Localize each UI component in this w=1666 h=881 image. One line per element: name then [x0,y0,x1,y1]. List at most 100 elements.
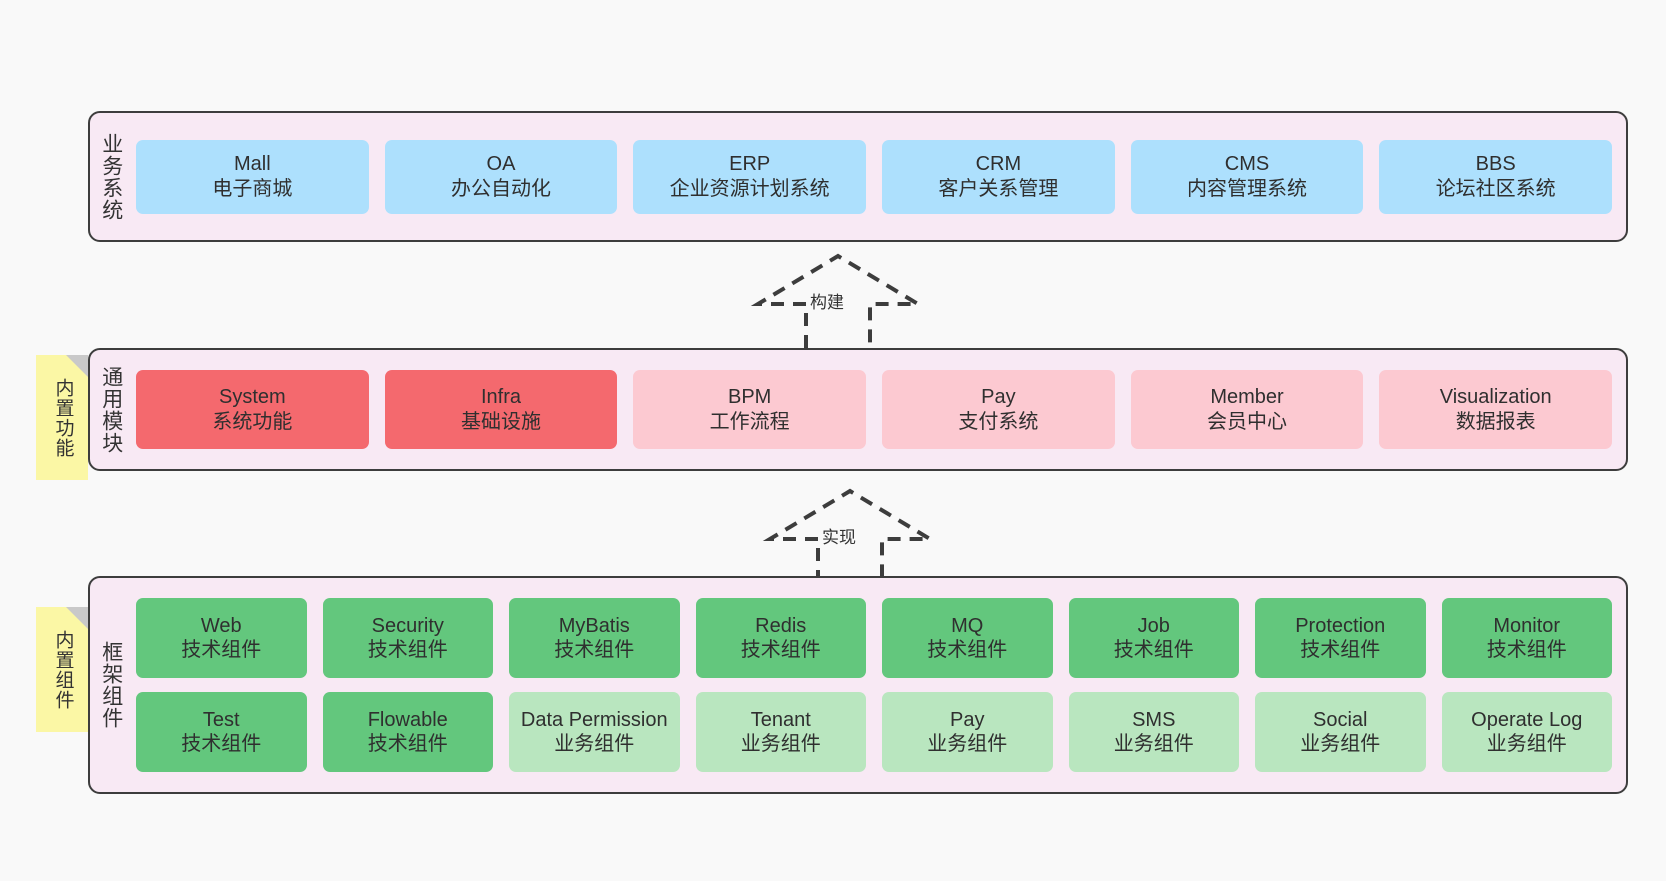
card-title-en: BPM [728,386,772,409]
card-title-en: Data Permission [520,708,668,731]
card-row: Web 技术组件 Security 技术组件 MyBatis 技术组件 Redi… [136,598,1612,678]
layer-title-common: 通用模块 [99,365,123,454]
card-title-cn: 系统功能 [212,410,293,433]
card-title-en: Web [200,614,242,637]
card-test[interactable]: Test 技术组件 [136,692,307,772]
card-title-cn: 内容管理系统 [1187,177,1308,200]
layer-business-system: 业务系统 Mall 电子商城 OA 办公自动化 ERP 企业资源计划系统 CRM… [88,111,1628,242]
card-title-en: CRM [975,153,1022,176]
card-title-cn: 业务组件 [1486,733,1567,755]
card-title-en: Pay [950,708,985,731]
card-title-cn: 办公自动化 [451,177,551,200]
dashed-hollow-arrow-icon [762,488,938,583]
card-title-en: Job [1137,614,1170,637]
card-title-cn: 技术组件 [554,639,635,661]
arrow-build: 构建 [748,252,928,348]
card-title-cn: 支付系统 [958,410,1039,433]
layer-framework-component: 框架组件 Web 技术组件 Security 技术组件 MyBatis 技术组件… [88,576,1628,794]
card-title-cn: 技术组件 [740,639,821,661]
card-member[interactable]: Member 会员中心 [1130,370,1364,449]
layer-common-module: 通用模块 System 系统功能 Infra 基础设施 BPM 工作流程 Pay… [88,348,1628,471]
card-title-en: System [218,386,286,409]
card-tenant[interactable]: Tenant 业务组件 [695,692,866,772]
card-monitor[interactable]: Monitor 技术组件 [1441,598,1612,678]
layer-title-framework: 框架组件 [99,641,123,729]
card-title-en: Redis [755,614,807,637]
card-row: System 系统功能 Infra 基础设施 BPM 工作流程 Pay 支付系统… [136,370,1613,449]
card-bpm[interactable]: BPM 工作流程 [633,370,867,449]
sticky-note-label: 内置组件 [52,629,74,710]
arrow-label-build: 构建 [810,293,844,312]
card-title-cn: 业务组件 [554,733,635,755]
card-security[interactable]: Security 技术组件 [322,598,493,678]
card-title-cn: 技术组件 [927,639,1008,661]
card-title-cn: 业务组件 [1113,733,1194,755]
card-title-cn: 客户关系管理 [938,177,1059,200]
card-erp[interactable]: ERP 企业资源计划系统 [633,139,867,214]
card-title-en: Pay [981,386,1016,409]
arrow-implement: 实现 [760,487,940,583]
card-title-cn: 企业资源计划系统 [669,177,830,200]
card-title-en: Social [1313,708,1368,731]
card-protection[interactable]: Protection 技术组件 [1255,598,1426,678]
card-oa[interactable]: OA 办公自动化 [384,139,618,214]
card-job[interactable]: Job 技术组件 [1068,598,1239,678]
card-title-cn: 技术组件 [181,733,262,755]
card-title-cn: 技术组件 [367,733,448,755]
card-redis[interactable]: Redis 技术组件 [695,598,866,678]
card-title-en: BBS [1475,153,1516,176]
card-title-en: Tenant [750,708,811,731]
card-title-en: Mall [234,153,271,176]
card-mybatis[interactable]: MyBatis 技术组件 [509,598,680,678]
card-title-en: MQ [951,614,984,637]
card-operate-log[interactable]: Operate Log 业务组件 [1441,692,1612,772]
card-title-cn: 技术组件 [1486,639,1567,661]
card-row: Test 技术组件 Flowable 技术组件 Data Permission … [136,692,1612,772]
card-title-cn: 工作流程 [709,410,790,433]
card-title-en: Test [202,708,240,731]
card-title-en: ERP [729,153,771,176]
card-title-en: OA [486,153,516,176]
card-title-cn: 技术组件 [367,639,448,661]
card-visualization[interactable]: Visualization 数据报表 [1379,370,1613,449]
card-mall[interactable]: Mall 电子商城 [136,139,369,214]
card-title-en: SMS [1132,708,1176,731]
layer-body-business: Mall 电子商城 OA 办公自动化 ERP 企业资源计划系统 CRM 客户关系… [132,113,1626,240]
card-title-en: Operate Log [1471,708,1583,731]
card-data-permission[interactable]: Data Permission 业务组件 [509,692,680,772]
card-bbs[interactable]: BBS 论坛社区系统 [1379,139,1613,214]
sticky-note-builtin-component: 内置组件 [36,607,88,732]
card-title-cn: 论坛社区系统 [1435,177,1556,200]
card-title-cn: 技术组件 [1300,639,1381,661]
card-cms[interactable]: CMS 内容管理系统 [1130,139,1364,214]
card-flowable[interactable]: Flowable 技术组件 [322,692,493,772]
arrow-label-implement: 实现 [822,528,856,547]
card-crm[interactable]: CRM 客户关系管理 [882,139,1115,214]
layer-body-framework: Web 技术组件 Security 技术组件 MyBatis 技术组件 Redi… [132,578,1626,792]
sticky-fold-corner-icon [66,355,88,377]
sticky-fold-corner-icon [66,607,88,629]
card-social[interactable]: Social 业务组件 [1255,692,1426,772]
card-web[interactable]: Web 技术组件 [136,598,307,678]
card-pay-component[interactable]: Pay 业务组件 [882,692,1053,772]
card-title-en: Flowable [367,708,448,731]
card-system[interactable]: System 系统功能 [136,370,369,449]
sticky-note-label: 内置功能 [52,377,74,458]
card-title-cn: 电子商城 [212,177,293,200]
layer-body-common: System 系统功能 Infra 基础设施 BPM 工作流程 Pay 支付系统… [132,350,1626,469]
dashed-hollow-arrow-icon [750,253,926,348]
card-row: Mall 电子商城 OA 办公自动化 ERP 企业资源计划系统 CRM 客户关系… [136,139,1613,214]
card-title-en: MyBatis [558,614,630,637]
card-mq[interactable]: MQ 技术组件 [882,598,1053,678]
card-title-en: Protection [1295,614,1386,637]
card-title-en: Security [371,614,444,637]
card-title-cn: 数据报表 [1455,410,1536,433]
card-title-cn: 技术组件 [1113,639,1194,661]
card-title-en: Monitor [1493,614,1561,637]
card-sms[interactable]: SMS 业务组件 [1068,692,1239,772]
card-infra[interactable]: Infra 基础设施 [384,370,618,449]
card-title-en: Infra [480,386,522,409]
card-title-cn: 业务组件 [927,733,1008,755]
card-pay[interactable]: Pay 支付系统 [882,370,1115,449]
